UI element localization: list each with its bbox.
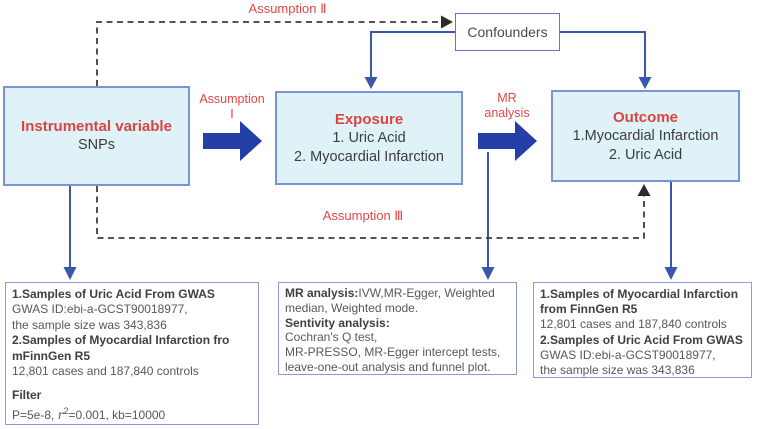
filter-value: P=5e-8, r2=0.001, kb=10000 [12, 404, 252, 423]
assumption2-text: Assumption Ⅱ [248, 1, 327, 16]
arrowhead-down-icon [364, 77, 378, 89]
instrumental-title: Instrumental variable [21, 118, 172, 135]
connector-confounders-to-outcome [560, 31, 646, 79]
detail-line: 12,801 cases and 187,840 controls [540, 317, 727, 332]
solid-arrowheads [63, 77, 678, 280]
exposure-item: 1. Uric Acid [332, 129, 406, 146]
mr-label-line1: MR [497, 91, 517, 105]
block-arrow-mr-icon [478, 121, 537, 161]
detail-line: the sample size was 343,836 [12, 317, 167, 332]
assumption1-label: Assumption Ⅰ [198, 92, 266, 122]
detail-line: GWAS ID:ebi-a-GCST90018977, [540, 347, 716, 362]
dashed-assumption2-line [96, 21, 441, 86]
detail-line: from FinnGen R5 [540, 302, 638, 317]
assumption1-line2: Ⅰ [230, 107, 234, 121]
outcome-samples-detail-box: 1.Samples of Myocardial Infarction from … [533, 282, 752, 378]
detail-line: 1.Samples of Myocardial Infarction [540, 287, 739, 301]
outcome-title: Outcome [612, 108, 678, 126]
outcome-item: 2. Uric Acid [608, 146, 683, 163]
detail-line: median, Weighted mode. [285, 300, 419, 315]
arrowhead-down-icon [664, 267, 678, 280]
sensitivity-heading: Sentivity analysis: [285, 315, 390, 330]
arrowhead-up-icon [637, 184, 651, 196]
assumption2-label: Assumption Ⅱ [225, 1, 350, 16]
detail-line: Cochran's Q test, [285, 330, 378, 345]
connector-confounders-to-exposure [370, 31, 455, 79]
filter-prefix: P=5e-8, [12, 407, 58, 422]
mr-methods-detail-box: MR analysis:IVW,MR-Egger, Weighted media… [278, 282, 517, 375]
assumption3-text: Assumption Ⅲ [322, 208, 404, 223]
filter-heading: Filter [12, 388, 42, 403]
arrowhead-down-icon [63, 267, 77, 280]
arrowhead-down-icon [638, 77, 652, 89]
blank-line [12, 379, 252, 388]
detail-line: the sample size was 343,836 [540, 363, 695, 378]
detail-line: MR-PRESSO, MR-Egger intercept tests, [285, 345, 501, 360]
outcome-item: 1.Myocardial Infarction [572, 127, 719, 144]
assumption3-label: Assumption Ⅲ [318, 208, 408, 223]
exposure-item: 2. Myocardial Infarction [294, 148, 444, 165]
dashed-assumption3-line [96, 186, 645, 239]
detail-line: 2.Samples of Myocardial Infarction fro [12, 333, 230, 348]
mr-analysis-methods: IVW,MR-Egger, Weighted [358, 286, 495, 300]
detail-line: mFinnGen R5 [12, 348, 91, 363]
confounders-node: Confounders [455, 13, 560, 51]
dashed-connectors [96, 21, 645, 239]
block-arrows [203, 121, 537, 161]
arrowhead-down-icon [481, 267, 495, 280]
detail-line: 1.Samples of Uric Acid From GWAS [12, 287, 215, 301]
filter-suffix: =0.001, kb=10000 [68, 407, 166, 422]
filter-exponent: 2 [63, 405, 69, 416]
solid-connectors [69, 31, 672, 269]
dashed-arrowheads [441, 15, 651, 196]
mr-analysis-heading: MR analysis: [285, 286, 359, 300]
assumption1-line1: Assumption [199, 92, 265, 106]
exposure-node: Exposure 1. Uric Acid 2. Myocardial Infa… [275, 91, 463, 185]
instrumental-subtitle: SNPs [77, 137, 116, 153]
detail-line: MR analysis:IVW,MR-Egger, Weighted [285, 286, 510, 301]
confounders-label: Confounders [467, 23, 548, 40]
mr-label-line2: analysis [484, 106, 530, 120]
arrowhead-right-icon [441, 15, 453, 29]
detail-line: 2.Samples of Uric Acid From GWAS [540, 332, 743, 347]
detail-line: leave-one-out analysis and funnel plot. [285, 359, 491, 374]
detail-line: 12,801 cases and 187,840 controls [12, 364, 199, 379]
mr-analysis-label: MR analysis [477, 91, 537, 121]
outcome-node: Outcome 1.Myocardial Infarction 2. Uric … [551, 90, 740, 182]
block-arrow-assumption1-icon [203, 121, 262, 161]
exposure-title: Exposure [334, 110, 404, 128]
instrumental-variable-node: Instrumental variable SNPs [3, 86, 190, 186]
detail-line: GWAS ID:ebi-a-GCST90018977, [12, 302, 188, 317]
uric-acid-gwas-detail-box: 1.Samples of Uric Acid From GWAS GWAS ID… [5, 282, 259, 425]
filter-variable: r [57, 407, 64, 422]
